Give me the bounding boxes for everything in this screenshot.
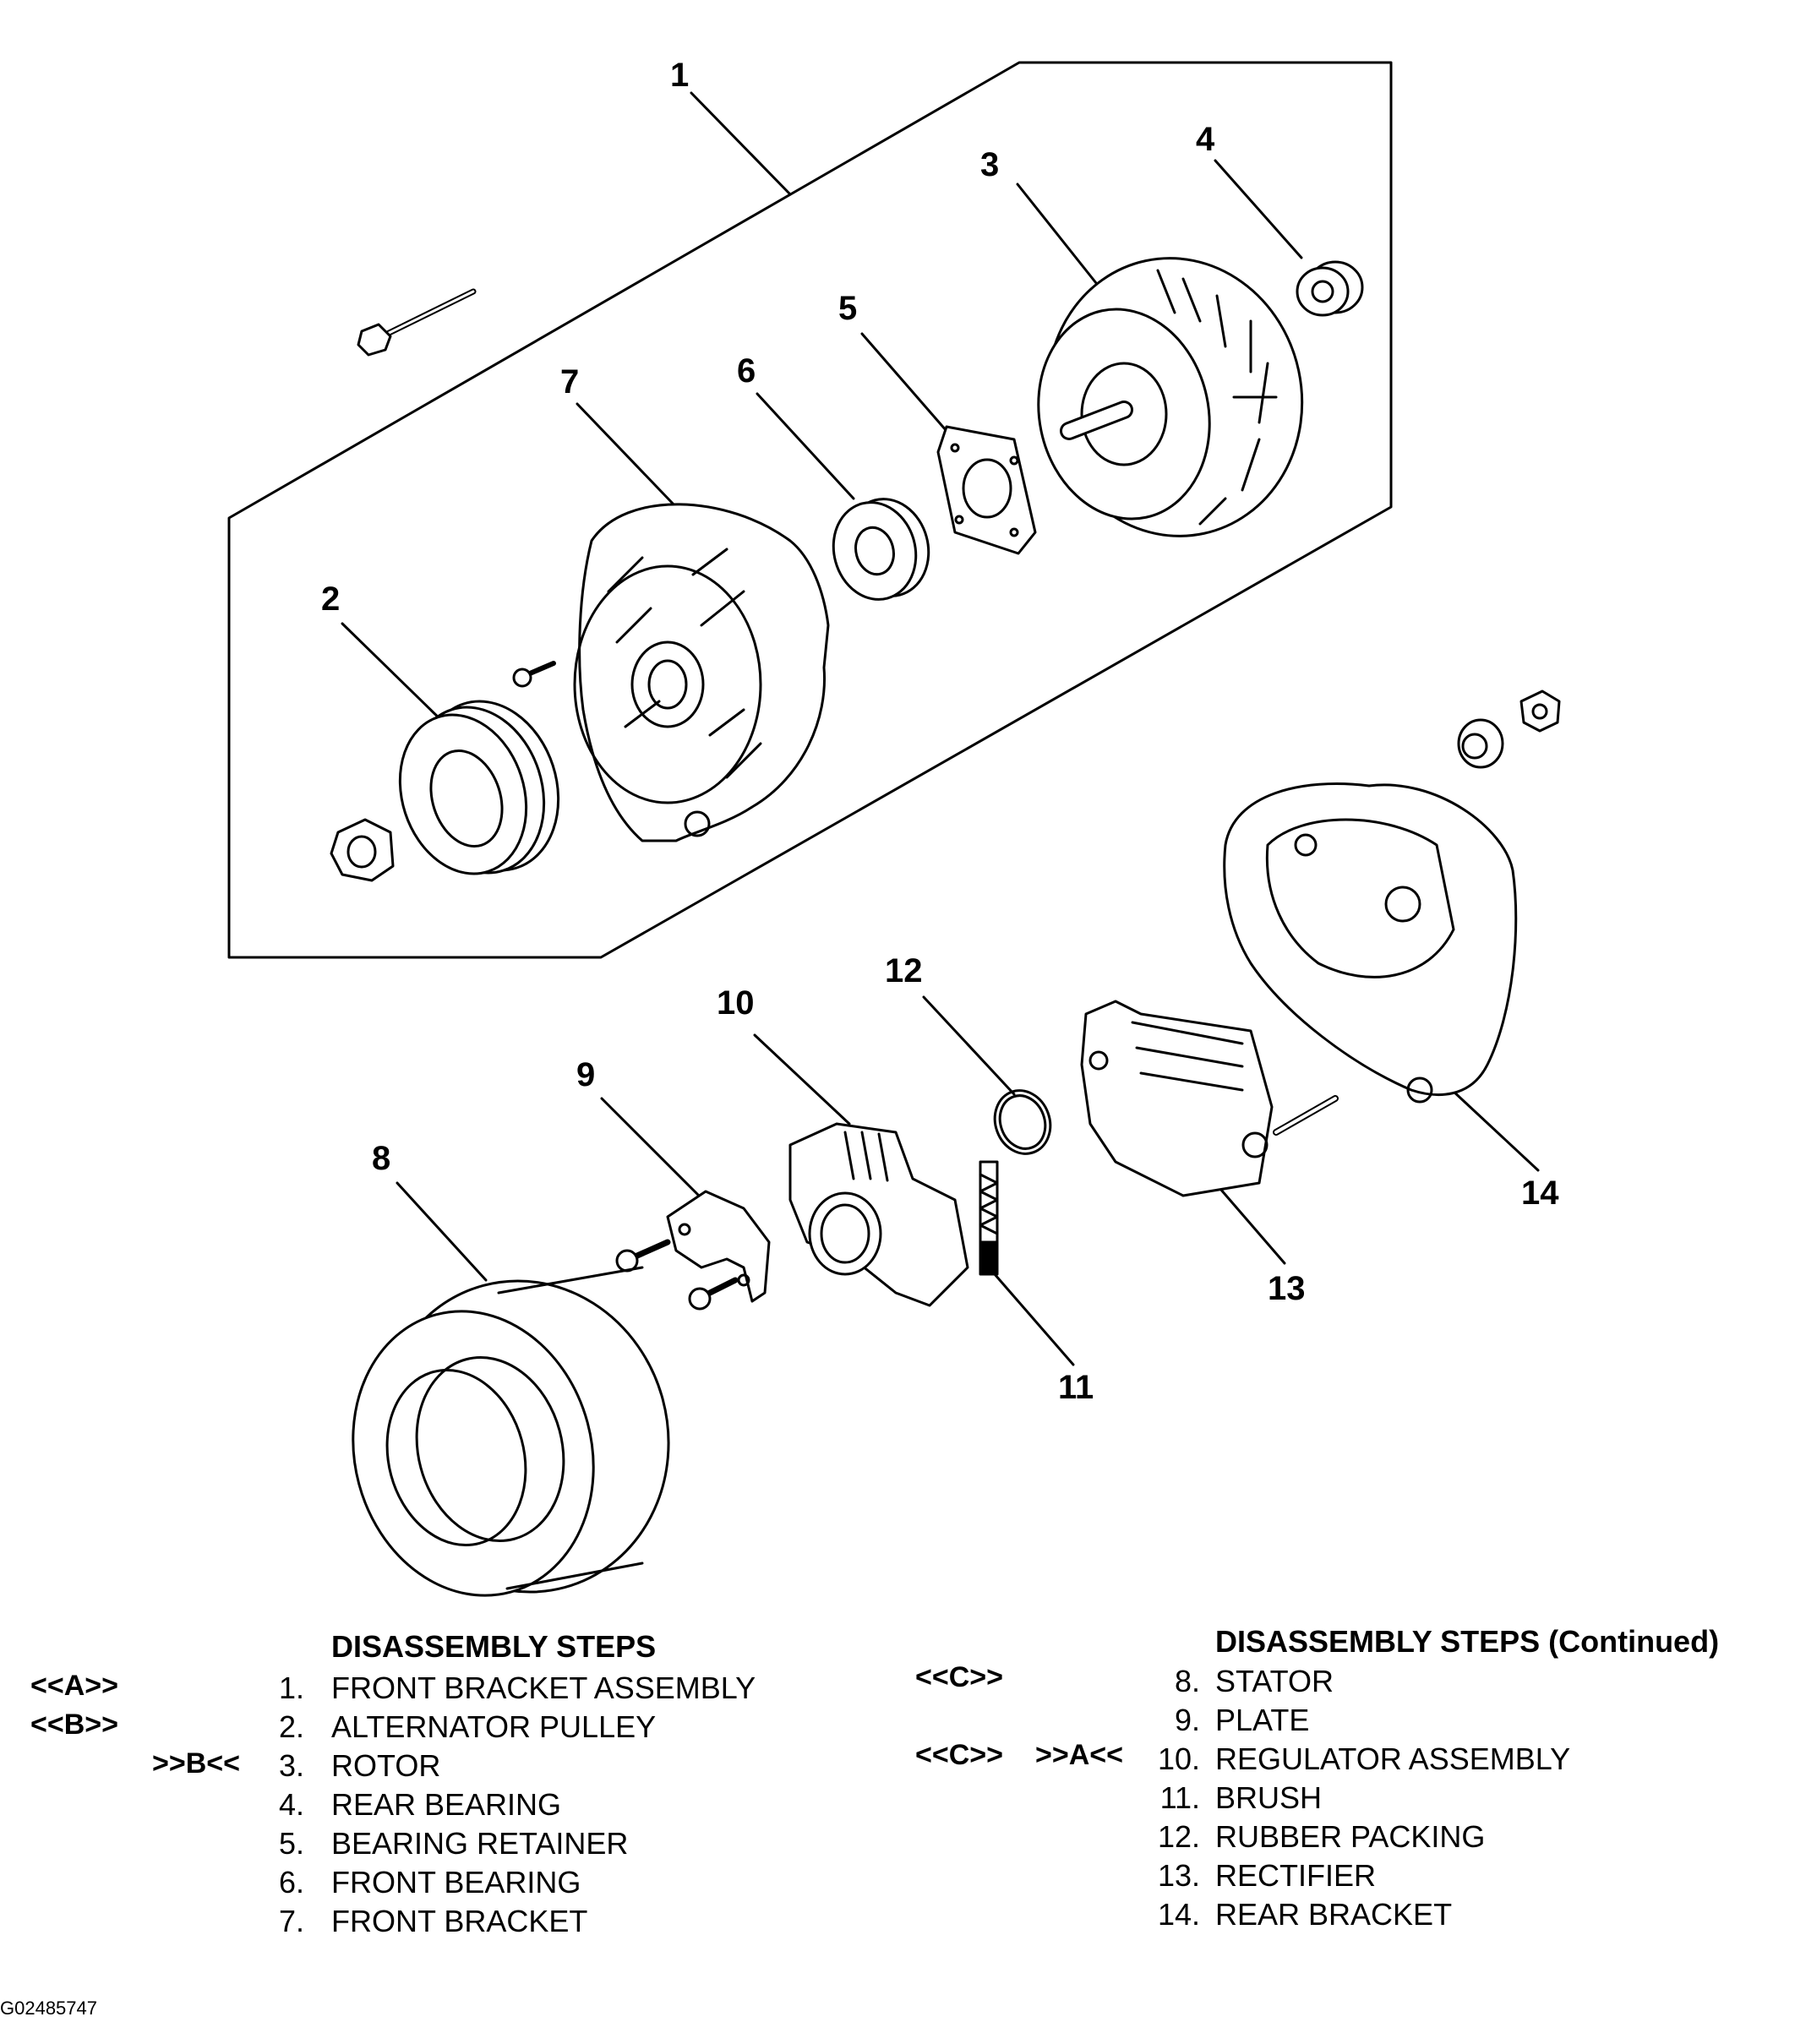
callout-5: 5 (838, 290, 857, 327)
callout-labels: 1 2 3 4 5 6 7 8 9 10 11 12 13 14 (321, 57, 1559, 1406)
step-number: 12. (1157, 1819, 1200, 1854)
rubber-packing (993, 1089, 1052, 1155)
step-code: <<A>> (30, 1670, 118, 1702)
step-label: REAR BEARING (331, 1787, 562, 1822)
step-label: FRONT BEARING (331, 1865, 581, 1900)
terminal-nuts (1457, 690, 1561, 769)
rectifier (1080, 1000, 1339, 1197)
rear-bracket (1223, 782, 1518, 1104)
step-label: PLATE (1215, 1703, 1310, 1737)
step-label: FRONT BRACKET ASSEMBLY (331, 1671, 756, 1705)
step-number: 5. (278, 1826, 304, 1861)
step-code: <<C>> (915, 1661, 1003, 1693)
callout-9: 9 (576, 1056, 595, 1093)
legend-left-heading: DISASSEMBLY STEPS (331, 1629, 657, 1664)
step-label: RECTIFIER (1215, 1858, 1377, 1893)
step-number: 8. (1174, 1664, 1200, 1698)
rear-bearing (1296, 260, 1364, 317)
step-label: ROTOR (331, 1748, 441, 1783)
callout-13: 13 (1268, 1270, 1306, 1307)
front-bracket (573, 503, 830, 842)
callout-4: 4 (1196, 121, 1215, 158)
small-screw (512, 661, 556, 688)
bearing-retainer (936, 425, 1037, 555)
rotor (1037, 257, 1304, 537)
callout-7: 7 (560, 363, 579, 401)
callout-14: 14 (1521, 1175, 1559, 1212)
step-code: <<B>> (30, 1709, 118, 1741)
callout-12: 12 (885, 952, 923, 989)
legend-right-heading: DISASSEMBLY STEPS (Continued) (1215, 1624, 1720, 1659)
step-code: <<C>> (915, 1739, 1003, 1771)
step-code: >>A<< (1035, 1739, 1123, 1771)
pulley-nut (330, 818, 395, 882)
step-label: REGULATOR ASSEMBLY (1215, 1741, 1571, 1776)
step-number: 3. (278, 1748, 304, 1783)
step-number: 13. (1157, 1858, 1200, 1893)
callout-8: 8 (372, 1140, 390, 1177)
step-number: 14. (1157, 1897, 1200, 1932)
step-label: STATOR (1215, 1664, 1334, 1698)
callout-11: 11 (1058, 1369, 1094, 1406)
step-label: RUBBER PACKING (1215, 1819, 1486, 1854)
plate (666, 1190, 771, 1303)
front-bearing (832, 498, 930, 601)
alternator-pulley (398, 700, 560, 875)
front-bracket-assembly-outline (227, 61, 1393, 959)
step-label: BEARING RETAINER (331, 1826, 629, 1861)
step-number: 10. (1157, 1741, 1200, 1776)
step-number: 4. (278, 1787, 304, 1822)
callout-6: 6 (737, 352, 756, 390)
step-label: BRUSH (1215, 1780, 1323, 1815)
regulator-assembly (788, 1122, 969, 1307)
step-number: 1. (278, 1671, 304, 1705)
step-number: 2. (278, 1709, 304, 1744)
brush (979, 1160, 999, 1276)
leader-lines (341, 91, 1540, 1366)
step-number: 9. (1174, 1703, 1200, 1737)
callout-1: 1 (670, 57, 689, 94)
step-number: 11. (1159, 1780, 1200, 1815)
callout-3: 3 (980, 146, 999, 183)
step-label: FRONT BRACKET (331, 1904, 588, 1938)
callout-10: 10 (717, 984, 755, 1022)
figure-id: G02485747 (0, 1998, 97, 2019)
through-bolt (357, 288, 477, 357)
step-label: REAR BRACKET (1215, 1897, 1453, 1932)
step-number: 7. (278, 1904, 304, 1938)
step-number: 6. (278, 1865, 304, 1900)
step-label: ALTERNATOR PULLEY (331, 1709, 657, 1744)
step-code: >>B<< (152, 1747, 240, 1780)
stator (352, 1266, 670, 1597)
callout-2: 2 (321, 580, 340, 618)
